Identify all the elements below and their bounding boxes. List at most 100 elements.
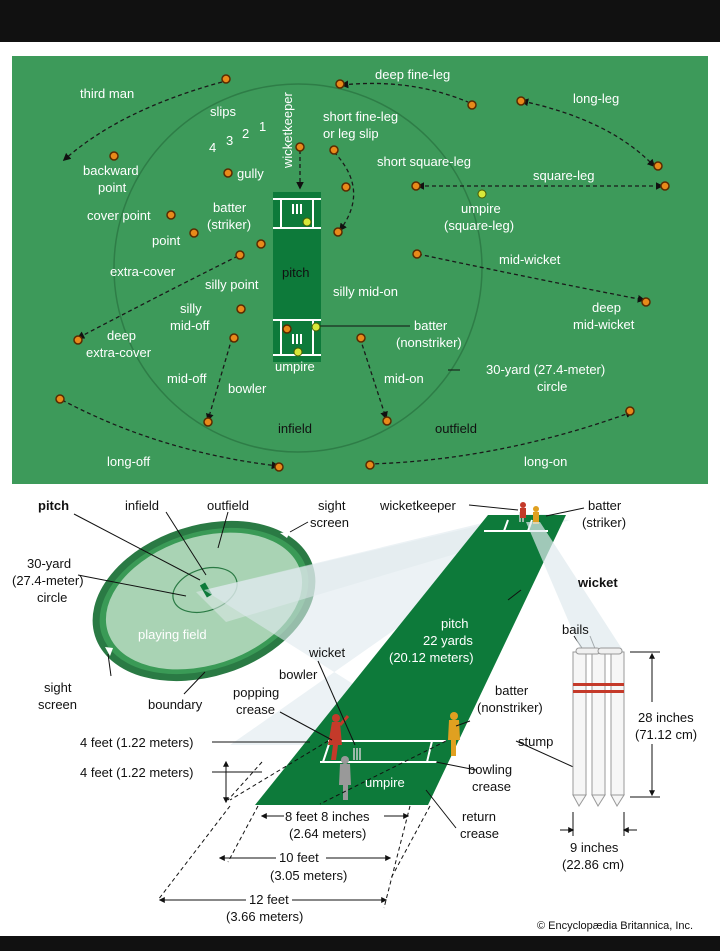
dot-wicketkeeper (295, 142, 305, 152)
label-bowling-1: bowling (468, 762, 512, 777)
label-umpire-square-1: umpire (461, 201, 501, 216)
label-pitch: pitch (282, 265, 309, 280)
top-black-bar (0, 0, 720, 42)
label-bowling-2: crease (472, 779, 511, 794)
label-detail-pitch-1: pitch (441, 616, 468, 631)
label-wicket-title: wicket (577, 575, 618, 590)
bottom-leader-lines (73, 504, 597, 829)
label-circle-2: circle (537, 379, 567, 394)
dot-long-leg (516, 96, 526, 106)
label-slip-1: 1 (259, 119, 266, 134)
dot-long-on (365, 460, 375, 470)
field-labels: third man deep fine-leg long-leg slips 4… (80, 67, 635, 469)
label-silly-mid-off-2: mid-off (170, 318, 210, 333)
dot-backward-point (109, 151, 119, 161)
dot-deep-fine-leg (335, 79, 345, 89)
label-return-1: return (462, 809, 496, 824)
label-short-fine-leg-1: short fine-leg (323, 109, 398, 124)
label-mid-off: mid-off (167, 371, 207, 386)
dot-cover-point (166, 210, 176, 220)
label-detail-nonstriker-1: batter (495, 683, 529, 698)
dot-deep-mid-wicket (641, 297, 651, 307)
label-sight-screen-bot-2: screen (38, 697, 77, 712)
dot-long-leg-2 (653, 161, 663, 171)
label-deep-fine-leg: deep fine-leg (375, 67, 450, 82)
label-long-on: long-on (524, 454, 567, 469)
label-umpire: umpire (275, 359, 315, 374)
label-sight-screen-top-1: sight (318, 498, 346, 513)
label-width-12ft-1: 12 feet (249, 892, 289, 907)
label-long-leg: long-leg (573, 91, 619, 106)
dot-gully (223, 168, 233, 178)
label-four-feet-a: 4 feet (1.22 meters) (80, 735, 193, 750)
label-wicketkeeper: wicketkeeper (280, 91, 295, 169)
label-circle-b: (27.4-meter) (12, 573, 84, 588)
label-width-12ft-2: (3.66 meters) (226, 909, 303, 924)
label-short-fine-leg-2: or leg slip (323, 126, 379, 141)
label-popping-2: crease (236, 702, 275, 717)
label-mid-wicket: mid-wicket (499, 252, 561, 267)
label-circle-c: circle (37, 590, 67, 605)
label-slip-3: 3 (226, 133, 233, 148)
label-circle-a: 30-yard (27, 556, 71, 571)
label-slips: slips (210, 104, 237, 119)
label-backward-point-1: backward (83, 163, 139, 178)
dot-square-leg-inner (411, 181, 421, 191)
dot-short-square-leg (341, 182, 351, 192)
label-width-8ft-2: (2.64 meters) (289, 826, 366, 841)
label-detail-wicketkeeper: wicketkeeper (379, 498, 457, 513)
label-batter-striker-2: (striker) (207, 217, 251, 232)
label-bowler: bowler (228, 381, 267, 396)
label-silly-mid-on: silly mid-on (333, 284, 398, 299)
label-detail-wicket: wicket (308, 645, 346, 660)
dot-long-off-deep (55, 394, 65, 404)
label-wicket-height-2: (71.12 cm) (635, 727, 697, 742)
dot-deep-extra-cover (73, 335, 83, 345)
label-slip-4: 4 (209, 140, 216, 155)
label-extra-cover: extra-cover (110, 264, 176, 279)
label-boundary: boundary (148, 697, 203, 712)
label-wicket-width-2: (22.86 cm) (562, 857, 624, 872)
label-infield: infield (278, 421, 312, 436)
label-gully: gully (237, 166, 264, 181)
label-batter-nonstriker-2: (nonstriker) (396, 335, 462, 350)
dot-umpire-square-leg (477, 189, 487, 199)
dot-umpire (293, 347, 303, 357)
dimension-lines (157, 740, 447, 909)
bottom-black-bar (0, 936, 720, 951)
label-mid-on: mid-on (384, 371, 424, 386)
label-cover-point: cover point (87, 208, 151, 223)
label-width-10ft-2: (3.05 meters) (270, 868, 347, 883)
label-wicket-width-1: 9 inches (570, 840, 619, 855)
wicket-dimensions (560, 651, 660, 836)
label-detail-pitch-2: 22 yards (423, 633, 473, 648)
bottom-labels: pitch infield outfield sight screen 30-y… (12, 498, 697, 932)
label-detail-pitch-3: (20.12 meters) (389, 650, 474, 665)
label-slip-2: 2 (242, 126, 249, 141)
label-ground-outfield: outfield (207, 498, 249, 513)
label-outfield: outfield (435, 421, 477, 436)
dot-silly-mid-off (236, 304, 246, 314)
label-ground-infield: infield (125, 498, 159, 513)
dot-short-leg (333, 227, 343, 237)
label-playing-field: playing field (138, 627, 207, 642)
dot-deep-fine-leg-2 (467, 100, 477, 110)
label-popping-1: popping (233, 685, 279, 700)
label-detail-umpire: umpire (365, 775, 405, 790)
label-sight-screen-top-2: screen (310, 515, 349, 530)
label-ground-pitch: pitch (38, 498, 69, 513)
label-bails: bails (562, 622, 589, 637)
label-long-off: long-off (107, 454, 151, 469)
dot-long-on-deep (625, 406, 635, 416)
label-detail-nonstriker-2: (nonstriker) (477, 700, 543, 715)
label-deep-mid-wicket-1: deep (592, 300, 621, 315)
label-deep-extra-cover-2: extra-cover (86, 345, 152, 360)
dot-mid-wicket (412, 249, 422, 259)
label-width-8ft-1: 8 feet 8 inches (285, 809, 370, 824)
dot-batter-nonstriker (311, 322, 321, 332)
movement-arrows (61, 80, 664, 470)
fielder-dots (55, 74, 670, 472)
label-width-10ft-1: 10 feet (279, 850, 319, 865)
label-short-square-leg: short square-leg (377, 154, 471, 169)
